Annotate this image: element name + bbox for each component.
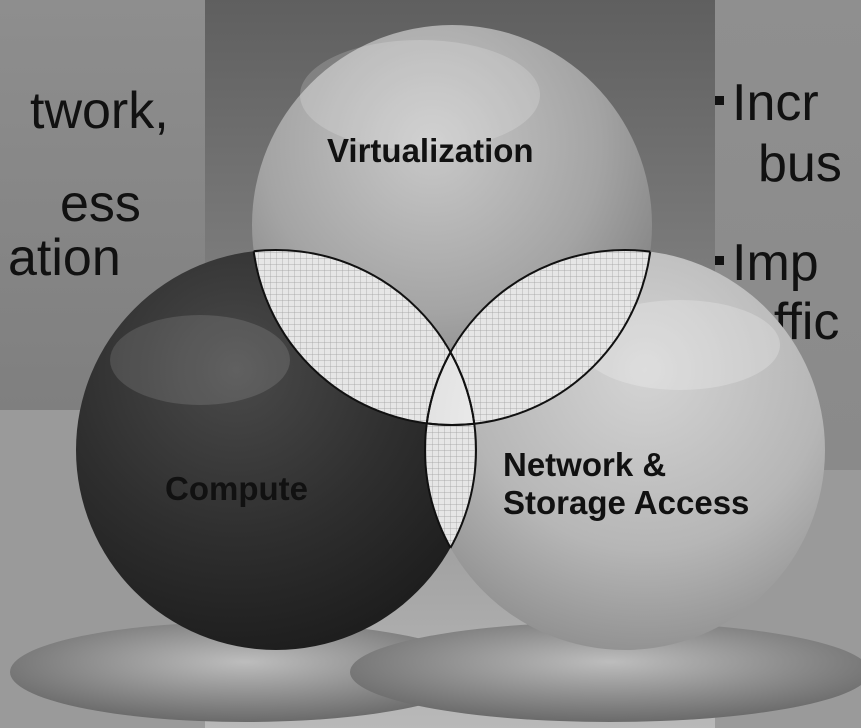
overlap-virtualization-compute <box>252 250 476 425</box>
left-text-line-2: ess <box>60 175 141 233</box>
compute-highlight <box>110 315 290 405</box>
compute-base-shadow <box>10 622 480 722</box>
right-bullet-1: Incr <box>715 77 819 129</box>
bullet-square-icon <box>715 95 724 105</box>
right-text-panel: Incr bus Imp effic <box>715 0 861 470</box>
network-base-shadow <box>350 622 861 722</box>
network-highlight <box>580 300 780 390</box>
right-bullet-2: Imp <box>715 237 819 289</box>
overlap-virtualization-network <box>425 250 652 425</box>
virtualization-highlight <box>300 40 540 150</box>
network-storage-label-line-1: Network & <box>503 446 667 483</box>
left-text-line-1: twork, <box>30 82 169 140</box>
left-text-panel: twork, ess ation t n <box>0 0 205 500</box>
right-bullet-1-line-2: bus <box>758 135 842 193</box>
right-bullet-2-line-1: Imp <box>732 234 819 292</box>
bullet-square-icon <box>715 255 724 265</box>
compute-label: Compute <box>165 470 308 507</box>
left-text-line-3: ation <box>8 229 121 287</box>
network-storage-label-line-2: Storage Access <box>503 483 750 521</box>
virtualization-label: Virtualization <box>327 132 534 169</box>
right-bullet-1-line-1: Incr <box>732 74 819 132</box>
network-storage-label: Network & Storage Access <box>503 446 749 522</box>
